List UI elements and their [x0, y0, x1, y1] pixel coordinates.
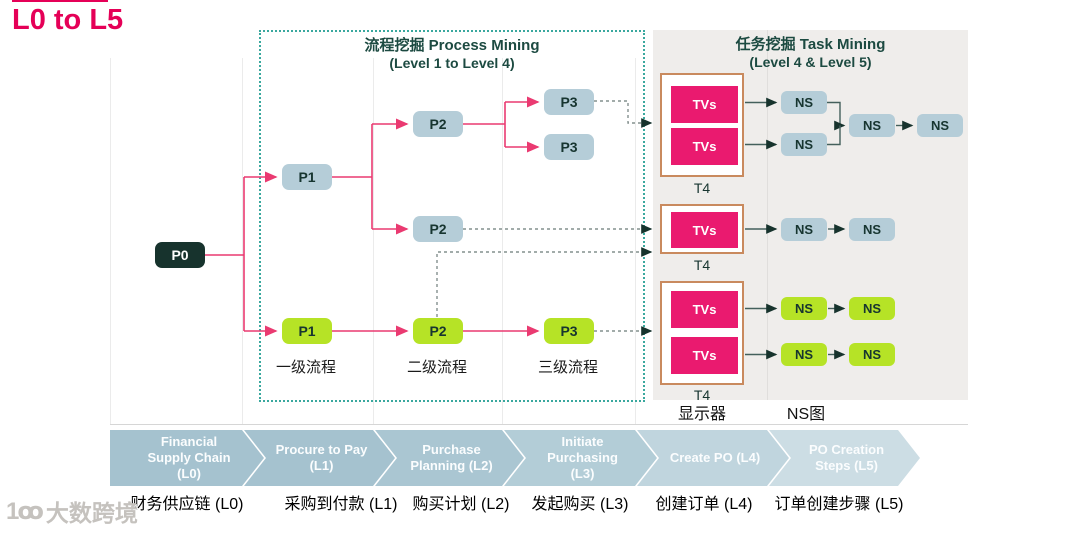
node-tvs: TVs — [671, 212, 738, 248]
page-title: L0 to L5 — [12, 4, 124, 36]
chevron-l2-zh-label: 购买计划 (L2) — [412, 496, 510, 513]
chevron-l3: Initiate Purchasing (L3) — [504, 430, 657, 486]
node-ns: NS — [781, 91, 827, 114]
chevron-l5: PO Creation Steps (L5) — [769, 430, 920, 486]
label-ns-diagram: NS图 — [786, 406, 826, 423]
chevron-l5-zh-label: 订单创建步骤 (L5) — [774, 496, 904, 513]
label-level1: 一级流程 — [275, 359, 336, 376]
chevron-l4-label: Create PO (L4) — [669, 449, 761, 465]
chevron-l0-label: Financial Supply Chain (L0) — [147, 433, 231, 482]
top-accent-line — [12, 0, 108, 2]
node-ns: NS — [849, 297, 895, 320]
process-mining-subheading: (Level 1 to Level 4) — [389, 55, 515, 71]
node-p2-top: P2 — [413, 111, 463, 137]
chevron-l4: Create PO (L4) — [637, 430, 789, 486]
node-tvs: TVs — [671, 128, 738, 165]
watermark-logo-icon: 1ꝏ — [6, 497, 44, 525]
node-tvs: TVs — [671, 337, 738, 374]
node-ns: NS — [781, 133, 827, 156]
node-ns: NS — [917, 114, 963, 137]
label-t4-2: T4 — [693, 257, 711, 273]
chevron-l4-zh-label: 创建订单 (L4) — [655, 496, 753, 513]
node-ns: NS — [849, 218, 895, 241]
node-p1-top: P1 — [282, 164, 332, 190]
grid-column-line — [502, 58, 503, 424]
chevron-l0: Financial Supply Chain (L0) — [110, 430, 264, 486]
chevron-l1-zh-label: 采购到付款 (L1) — [284, 496, 398, 513]
watermark: 1ꝏ 大数跨境 — [6, 494, 138, 528]
label-level3: 三级流程 — [537, 359, 598, 376]
grid-column-line — [635, 58, 636, 424]
t4-group-3: TVs TVs — [660, 281, 744, 385]
process-mining-heading: 流程挖掘 Process Mining — [364, 37, 540, 54]
node-ns: NS — [781, 297, 827, 320]
grid-column-line — [373, 58, 374, 424]
node-p2-middle: P2 — [413, 216, 463, 242]
label-t4-3: T4 — [693, 387, 711, 403]
grid-column-line — [242, 58, 243, 424]
node-ns: NS — [849, 114, 895, 137]
chevron-l1: Procure to Pay (L1) — [244, 430, 395, 486]
node-p2-bottom: P2 — [413, 318, 463, 344]
chevron-l3-zh-label: 发起购买 (L3) — [531, 496, 629, 513]
chevron-l5-label: PO Creation Steps (L5) — [808, 441, 885, 473]
grid-column-line — [110, 58, 111, 424]
node-p0: P0 — [155, 242, 205, 268]
node-p1-bottom: P1 — [282, 318, 332, 344]
chevron-l2-label: Purchase Planning (L2) — [410, 441, 493, 473]
grid-row-line — [110, 424, 968, 425]
node-ns: NS — [781, 218, 827, 241]
chevron-l0-zh-label: 财务供应链 (L0) — [130, 496, 244, 513]
label-monitor: 显示器 — [677, 406, 727, 423]
watermark-text: 大数跨境 — [45, 500, 138, 526]
task-mining-column-divider — [767, 30, 768, 400]
t4-group-1: TVs TVs — [660, 73, 744, 177]
node-tvs: TVs — [671, 291, 738, 328]
label-level2: 二级流程 — [406, 359, 467, 376]
chevron-l2: Purchase Planning (L2) — [375, 430, 524, 486]
task-mining-subheading: (Level 4 & Level 5) — [749, 54, 872, 70]
process-mining-dotted-frame — [259, 30, 645, 402]
node-p3-top: P3 — [544, 89, 594, 115]
t4-group-2: TVs — [660, 204, 744, 254]
node-tvs: TVs — [671, 86, 738, 123]
label-t4-1: T4 — [693, 180, 711, 196]
node-ns: NS — [849, 343, 895, 366]
node-ns: NS — [781, 343, 827, 366]
node-p3-bottom: P3 — [544, 318, 594, 344]
chevron-l3-label: Initiate Purchasing (L3) — [547, 433, 618, 482]
chevron-l1-label: Procure to Pay (L1) — [275, 441, 368, 473]
node-p3-middle: P3 — [544, 134, 594, 160]
task-mining-heading: 任务挖掘 Task Mining — [735, 36, 886, 53]
